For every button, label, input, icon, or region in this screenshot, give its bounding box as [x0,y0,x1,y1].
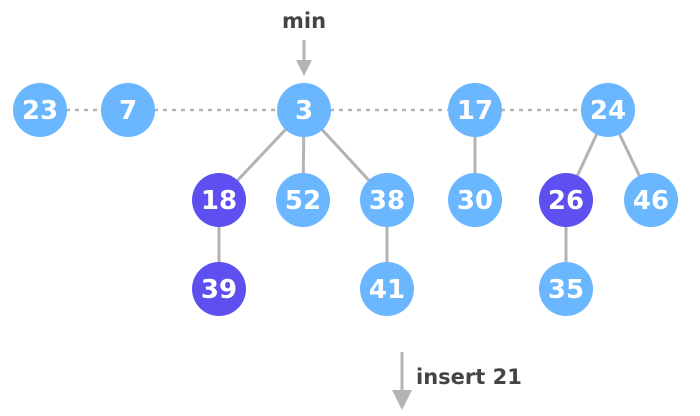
marked-node-circle-18 [192,173,246,227]
node-key-7: 7 [119,96,137,126]
node-key-38: 38 [369,186,405,216]
node-circle-7 [101,83,155,137]
node-38: 38 [360,173,414,227]
node-circle-30 [448,173,502,227]
marked-node-circle-39 [192,262,246,316]
node-circle-41 [360,262,414,316]
node-35: 35 [539,262,593,316]
node-39: 39 [192,262,246,316]
node-3: 3 [277,83,331,137]
marked-node-circle-26 [539,173,593,227]
node-key-26: 26 [548,186,584,216]
node-circle-52 [276,173,330,227]
node-key-30: 30 [457,186,493,216]
node-23: 23 [13,83,67,137]
node-circle-17 [448,83,502,137]
node-key-52: 52 [285,186,321,216]
node-46: 46 [624,173,678,227]
node-circle-38 [360,173,414,227]
node-18: 18 [192,173,246,227]
heap-nodes: 23 7 3 17 24 18 52 38 30 26 46 39 41 35 [13,83,678,316]
node-17: 17 [448,83,502,137]
min-arrow-head [296,60,312,76]
node-circle-46 [624,173,678,227]
node-circle-3 [277,83,331,137]
node-24: 24 [581,83,635,137]
node-key-41: 41 [369,275,405,305]
node-circle-35 [539,262,593,316]
node-52: 52 [276,173,330,227]
node-key-46: 46 [633,186,669,216]
node-41: 41 [360,262,414,316]
node-key-35: 35 [548,275,584,305]
insert-operation: insert 21 [392,352,522,410]
insert-arrow-head [392,390,412,410]
node-key-39: 39 [201,275,237,305]
node-key-24: 24 [590,96,626,126]
min-pointer: min [282,9,326,76]
node-circle-23 [13,83,67,137]
node-key-18: 18 [201,186,237,216]
min-label: min [282,9,326,33]
insert-label: insert 21 [416,365,522,389]
node-7: 7 [101,83,155,137]
node-key-17: 17 [457,96,493,126]
node-key-23: 23 [22,96,58,126]
node-key-3: 3 [295,96,313,126]
node-26: 26 [539,173,593,227]
node-30: 30 [448,173,502,227]
node-circle-24 [581,83,635,137]
